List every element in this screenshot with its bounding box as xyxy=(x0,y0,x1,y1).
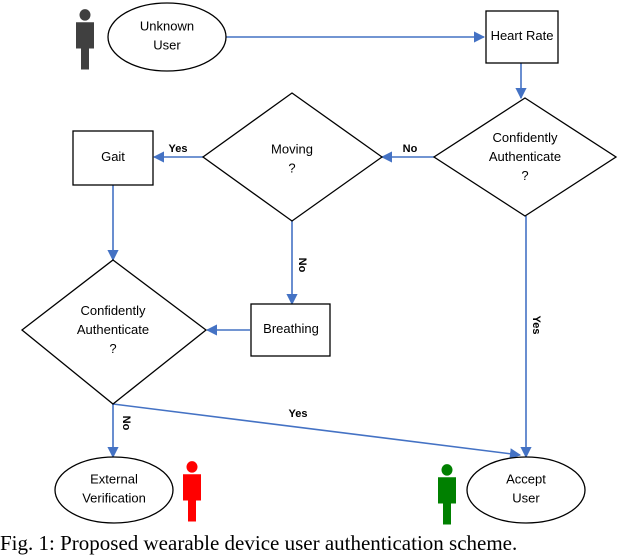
node-text-line: Unknown xyxy=(140,19,194,34)
node-breathing-text: Breathing xyxy=(263,321,319,336)
node-heart-rate-text: Heart Rate xyxy=(491,28,554,43)
label-confident2-yes: Yes xyxy=(289,408,308,420)
node-text-line: Authenticate xyxy=(489,149,561,164)
node-text-line: User xyxy=(153,38,181,53)
node-text-line: Gait xyxy=(101,149,125,164)
label-confident1-yes: Yes xyxy=(530,316,542,335)
node-text-line: Confidently xyxy=(492,130,558,145)
node-text-line: Confidently xyxy=(80,303,146,318)
node-text-line: External xyxy=(90,472,138,487)
figure-caption: Fig. 1: Proposed wearable device user au… xyxy=(0,531,518,555)
node-text-line: User xyxy=(512,491,540,506)
node-text-line: Verification xyxy=(82,491,146,506)
node-moving-text: Moving? xyxy=(271,142,313,176)
edge-confident2-to-accept xyxy=(112,403,522,460)
node-gait-text: Gait xyxy=(101,149,125,164)
node-text-line: ? xyxy=(109,341,116,356)
accept-person-icon xyxy=(438,464,456,525)
label-moving-no: No xyxy=(296,258,308,273)
unknown-person-icon xyxy=(76,9,94,70)
node-breathing: Breathing xyxy=(250,303,331,357)
node-text-line: Authenticate xyxy=(77,322,149,337)
label-confident2-no: No xyxy=(120,416,132,431)
label-confident1-no: No xyxy=(403,143,418,155)
node-gait: Gait xyxy=(72,130,154,186)
node-text-line: Heart Rate xyxy=(491,28,554,43)
node-text-line: Accept xyxy=(506,472,546,487)
node-text-line: Breathing xyxy=(263,321,319,336)
node-text-line: ? xyxy=(288,161,295,176)
node-heart-rate: Heart Rate xyxy=(485,10,559,64)
node-text-line: ? xyxy=(521,168,528,183)
node-moving: Moving? xyxy=(201,92,384,222)
label-moving-yes: Yes xyxy=(169,143,188,155)
node-text-line: Moving xyxy=(271,142,313,157)
reject-person-icon xyxy=(183,461,201,522)
